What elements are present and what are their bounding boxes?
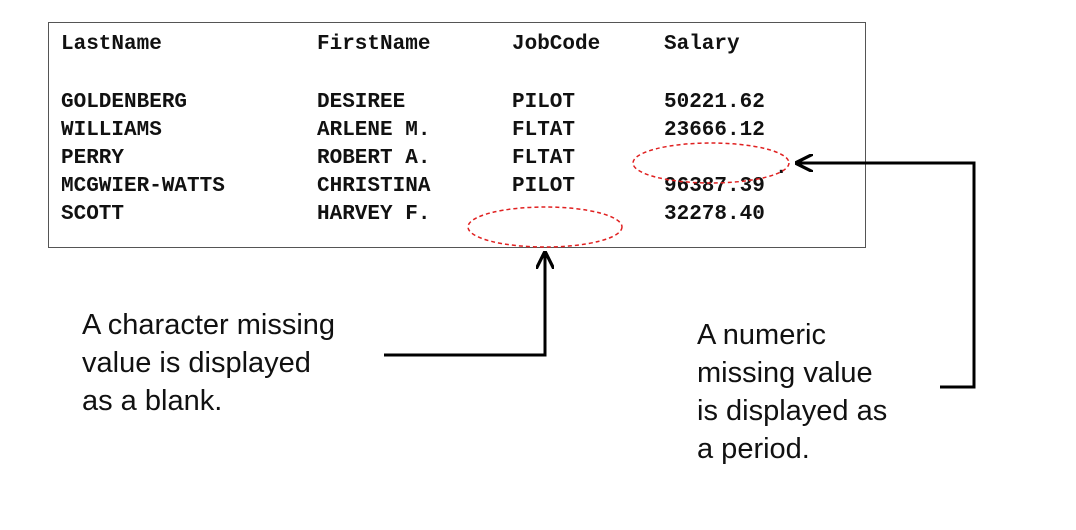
header-lastname: LastName <box>61 33 162 56</box>
row-1-lastname: GOLDENBERG <box>61 91 188 114</box>
numeric-missing-period: . <box>775 157 788 180</box>
row-4-lastname: MCGWIER-WATTS <box>61 175 225 198</box>
header-salary: Salary <box>664 33 740 56</box>
row-1-salary: 50221.62 <box>664 91 765 114</box>
character-callout-arrow <box>384 253 545 357</box>
row-2-salary: 23666.12 <box>664 119 765 142</box>
row-5-salary: 32278.40 <box>664 203 765 226</box>
character-missing-callout: A character missing value is displayed a… <box>82 309 336 417</box>
numeric-missing-callout: A numeric missing value is displayed as … <box>697 319 888 465</box>
row-3-lastname: PERRY <box>61 147 125 170</box>
row-2-jobcode: FLTAT <box>512 119 576 142</box>
row-5-firstname: HARVEY F. <box>317 203 431 226</box>
header-firstname: FirstName <box>317 33 431 56</box>
row-4-firstname: CHRISTINA <box>317 175 431 198</box>
row-2-lastname: WILLIAMS <box>61 119 162 142</box>
numeric-callout-arrow <box>797 163 976 389</box>
row-3-jobcode: FLTAT <box>512 147 576 170</box>
row-1-firstname: DESIREE <box>317 91 406 114</box>
row-3-firstname: ROBERT A. <box>317 147 431 170</box>
data-listing: LastName FirstName JobCode Salary GOLDEN… <box>48 22 866 248</box>
header-jobcode: JobCode <box>512 33 601 56</box>
row-2-firstname: ARLENE M. <box>317 119 431 142</box>
period-highlight-ellipse <box>632 142 790 184</box>
row-4-salary: 96387.39 <box>664 175 765 198</box>
blank-highlight-ellipse <box>467 206 623 248</box>
row-4-jobcode: PILOT <box>512 175 576 198</box>
row-1-jobcode: PILOT <box>512 91 576 114</box>
row-5-lastname: SCOTT <box>61 203 125 226</box>
